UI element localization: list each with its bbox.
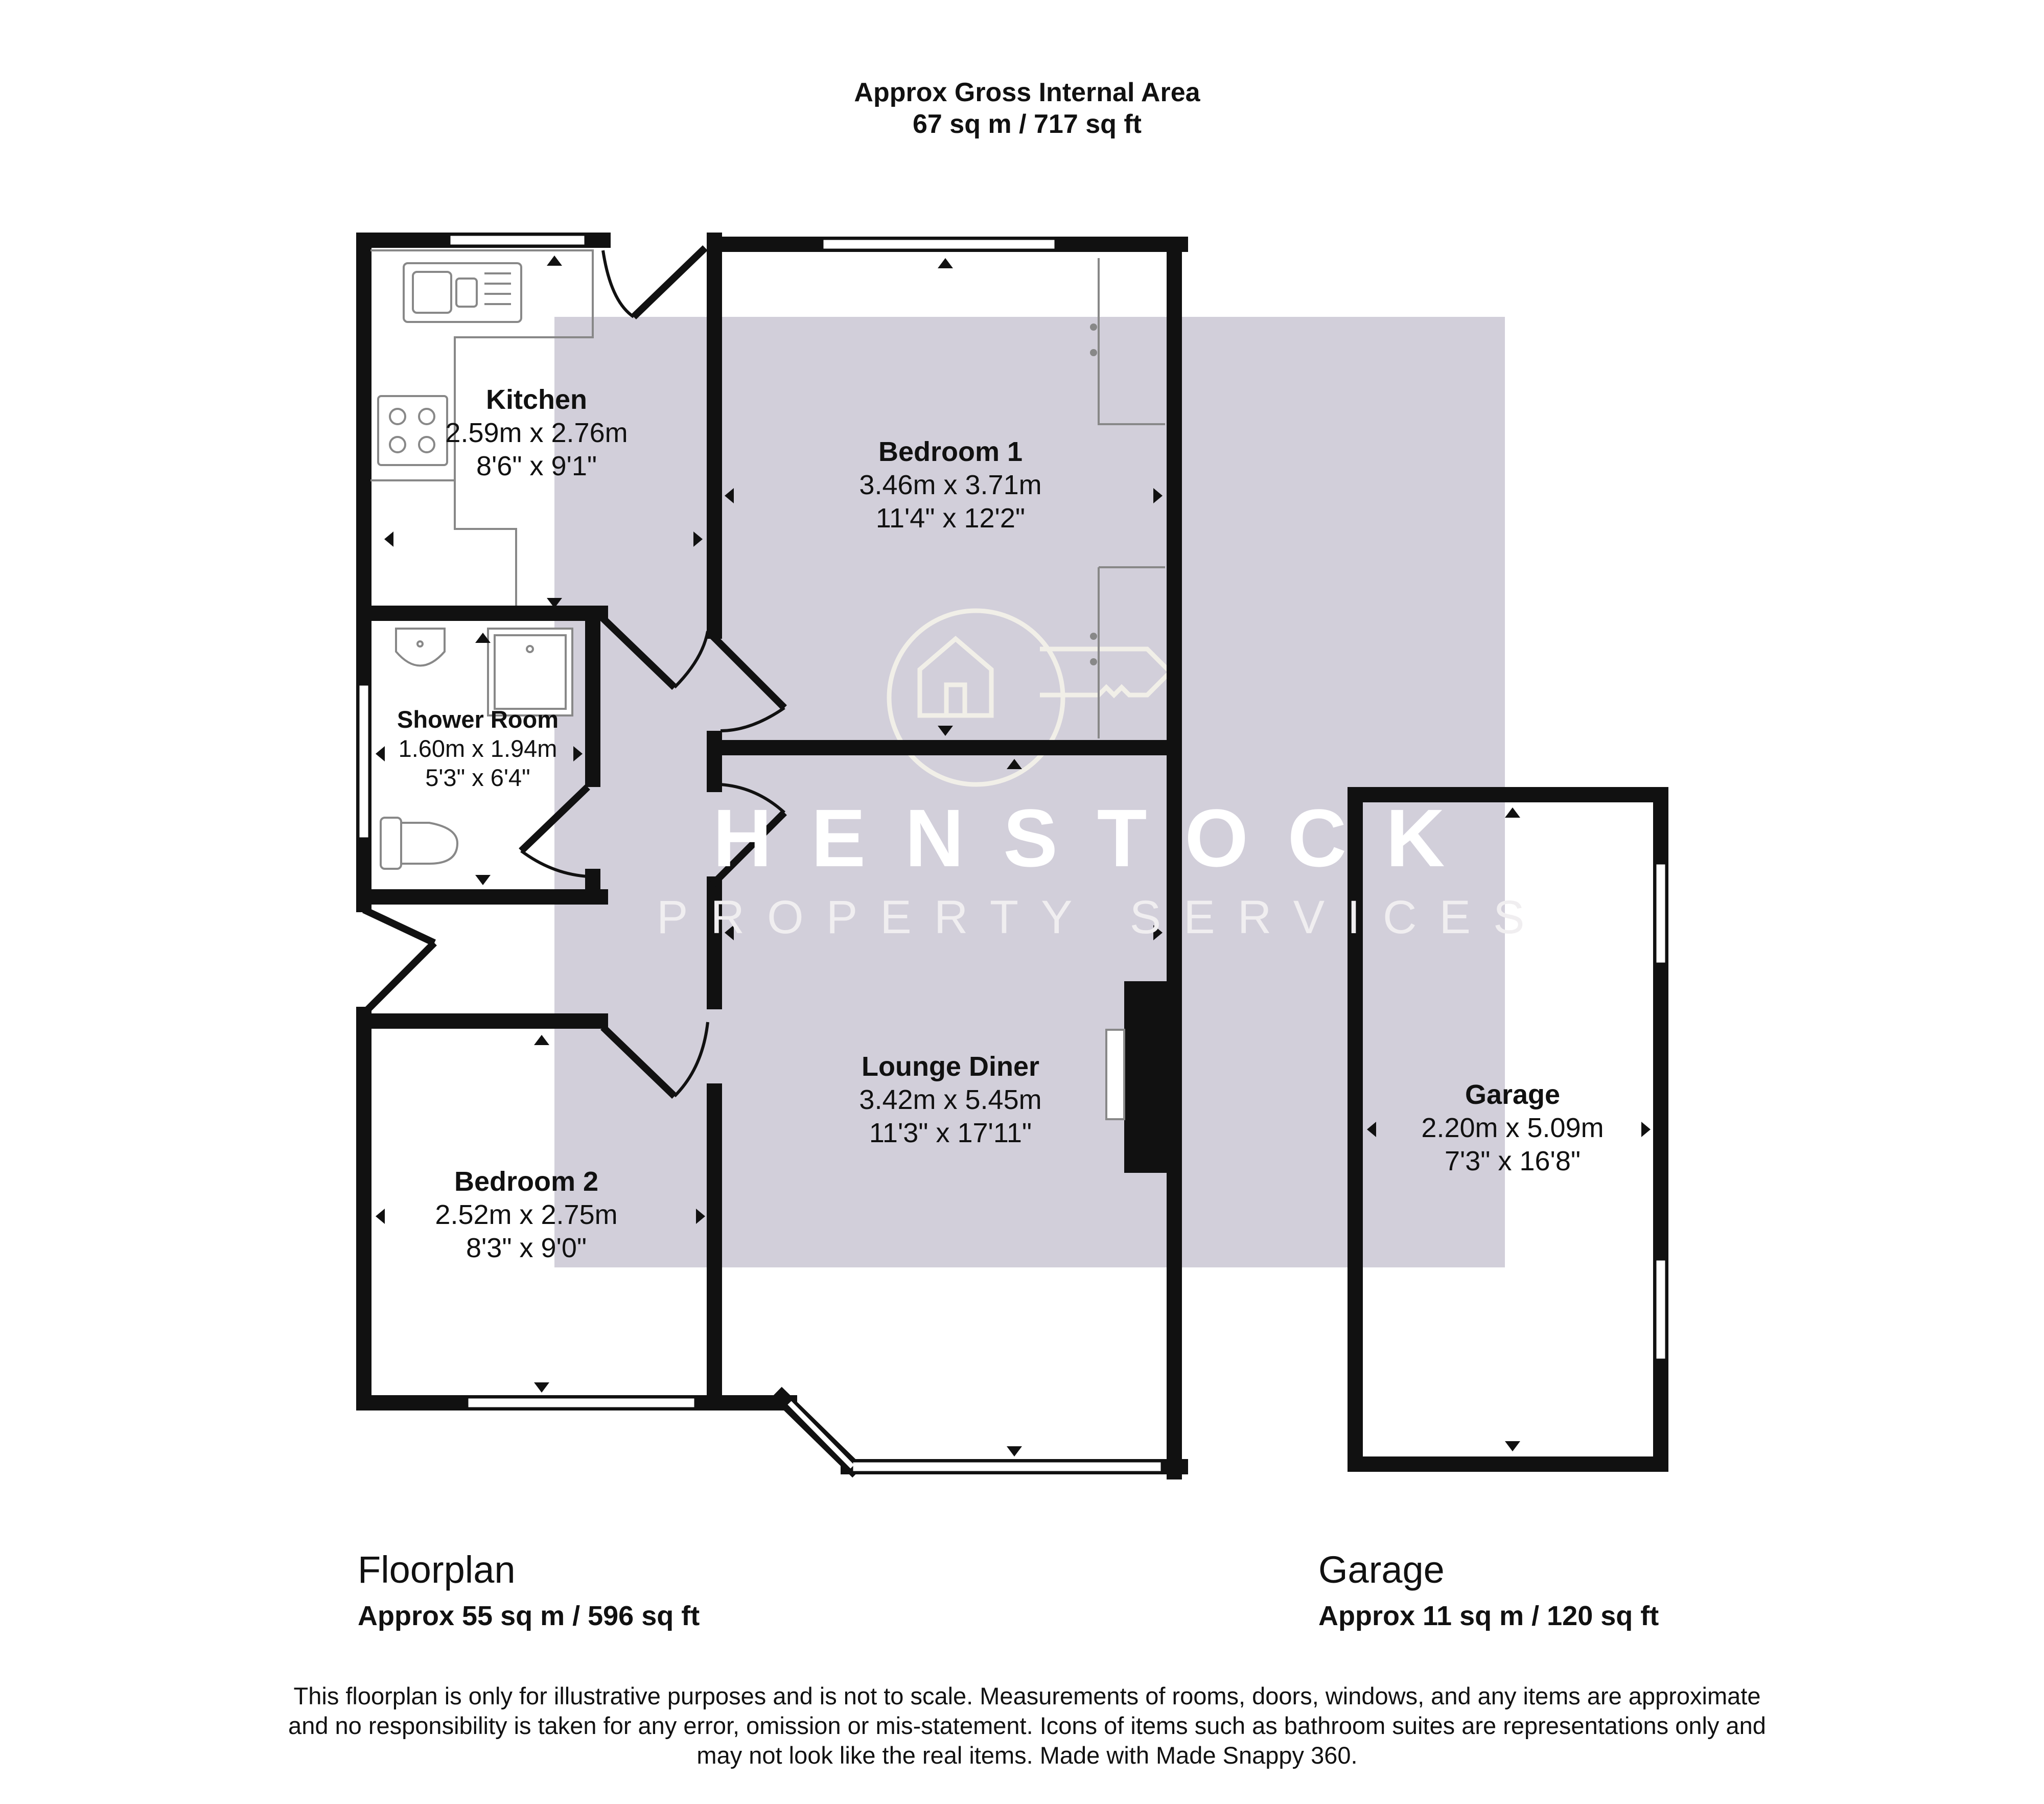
hob-icon [377,395,448,466]
section-area-floorplan: Approx 55 sq m / 596 sq ft [358,1601,700,1631]
section-area-garage: Approx 11 sq m / 120 sq ft [1318,1601,1659,1631]
room-metric-lounge-diner: 3.42m x 5.45m [859,1084,1042,1115]
room-name-kitchen: Kitchen [485,384,588,415]
room-imperial-garage: 7'3" x 16'8" [1444,1146,1581,1176]
room-metric-shower-room: 1.60m x 1.94m [398,735,558,762]
room-imperial-kitchen: 8'6" x 9'1" [476,451,597,481]
kitchen-sink-icon [403,262,522,323]
watermark-tagline: PROPERTY SERVICES [657,891,1547,943]
watermark-brand: HENSTOCK [713,792,1484,884]
disclaimer: This floorplan is only for illustrative … [288,1682,1766,1769]
shower-tray-icon [487,628,573,716]
header-title: Approx Gross Internal Area [854,78,1200,107]
section-title-garage: Garage [1318,1548,1445,1591]
room-metric-bedroom-1: 3.46m x 3.71m [859,470,1042,500]
room-name-bedroom-1: Bedroom 1 [878,436,1023,467]
measurement-arrows [376,256,1651,1456]
basin-icon [395,628,446,667]
room-name-garage: Garage [1465,1079,1561,1110]
room-imperial-bedroom-1: 11'4" x 12'2" [875,503,1026,534]
room-imperial-lounge-diner: 11'3" x 17'11" [869,1118,1032,1148]
fireplace-icon [1105,1029,1125,1120]
room-name-shower-room: Shower Room [397,706,559,733]
doors [362,245,787,1099]
house-key-logo-icon [887,608,1174,787]
room-metric-garage: 2.20m x 5.09m [1421,1113,1604,1143]
fixtures [370,249,1165,1120]
room-metric-kitchen: 2.59m x 2.76m [445,418,628,448]
room-name-bedroom-2: Bedroom 2 [454,1166,599,1197]
room-imperial-shower-room: 5'3" x 6'4" [425,764,530,791]
section-title-floorplan: Floorplan [358,1548,516,1591]
room-name-lounge-diner: Lounge Diner [862,1051,1039,1082]
toilet-icon [380,817,459,870]
header-area: 67 sq m / 717 sq ft [913,109,1142,139]
room-imperial-bedroom-2: 8'3" x 9'0" [466,1233,587,1263]
room-metric-bedroom-2: 2.52m x 2.75m [435,1199,618,1230]
windows [358,234,1667,1473]
